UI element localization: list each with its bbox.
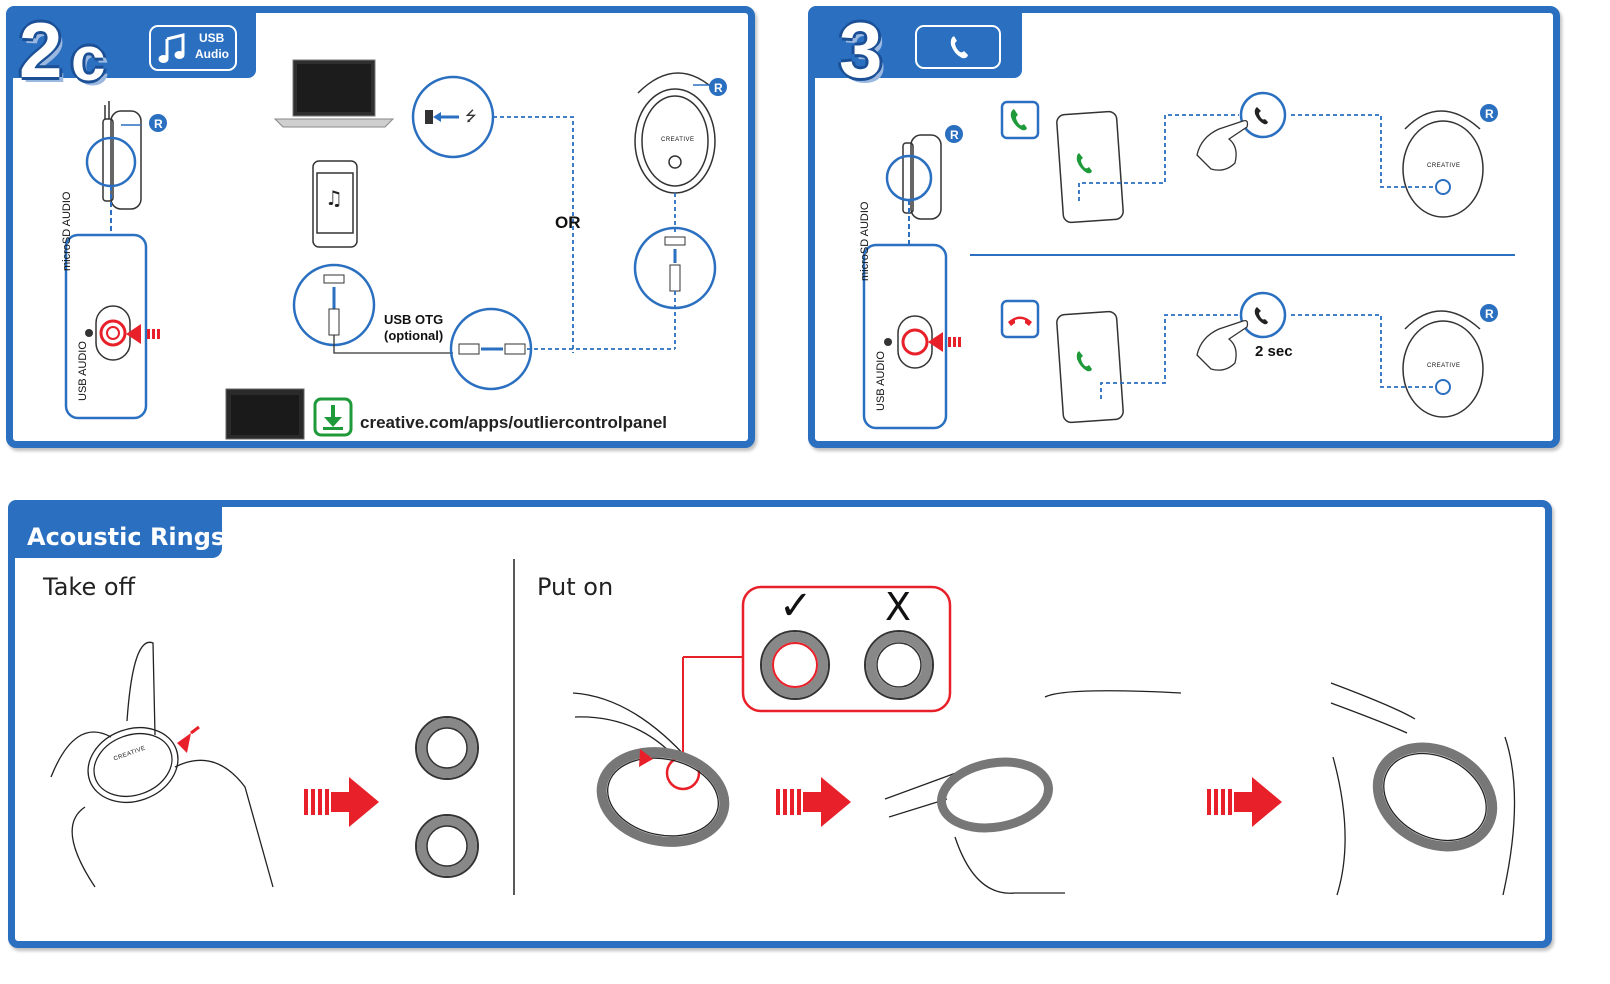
headphone-side-view bbox=[103, 101, 141, 209]
switch-label-top: microSD AUDIO bbox=[61, 171, 73, 271]
red-arrow-1 bbox=[304, 777, 379, 827]
headphone-front-view bbox=[635, 73, 718, 193]
red-arrow-3 bbox=[1207, 777, 1282, 827]
svg-text:♫: ♫ bbox=[325, 186, 343, 210]
panel-3: 3 R bbox=[808, 6, 1560, 448]
answer-call-icon bbox=[1002, 102, 1038, 138]
brand-small-3b: CREATIVE bbox=[1427, 363, 1461, 369]
laptop-illustration bbox=[275, 60, 393, 127]
phone-music-illustration: ♫ bbox=[313, 161, 357, 247]
otg-label-line2: (optional) bbox=[384, 328, 443, 343]
hold-duration-label: 2 sec bbox=[1255, 343, 1293, 360]
r-marker-3-a: R bbox=[950, 128, 959, 142]
r-marker-3-c: R bbox=[1485, 307, 1494, 321]
brand-small-3a: CREATIVE bbox=[1427, 163, 1461, 169]
panel-acoustic-rings: Acoustic Rings Take off Put on bbox=[8, 500, 1552, 948]
r-marker-2c-b: R bbox=[154, 117, 163, 131]
switch-label-top-3: microSD AUDIO bbox=[859, 181, 871, 281]
brand-small-2c: CREATIVE bbox=[661, 137, 695, 143]
call-button-zoom-hangup bbox=[1241, 293, 1285, 337]
download-url-link[interactable]: creative.com/apps/outliercontrolpanel bbox=[360, 413, 667, 433]
acoustic-rings-illustration bbox=[15, 507, 1545, 941]
otg-label-line1: USB OTG bbox=[384, 312, 443, 327]
r-marker-3-b: R bbox=[1485, 107, 1494, 121]
svg-text:⭍: ⭍ bbox=[465, 109, 477, 125]
wrong-x-mark: X bbox=[885, 585, 911, 629]
or-label: OR bbox=[555, 213, 581, 233]
red-arrow-switch bbox=[126, 324, 160, 344]
call-button-zoom-answer bbox=[1241, 93, 1285, 137]
panel-2c-illustration: ⭍ R R ♫ bbox=[13, 13, 748, 441]
switch-label-bottom: USB AUDIO bbox=[77, 321, 89, 401]
correct-check-mark: ✓ bbox=[779, 583, 813, 629]
red-arrow-2 bbox=[776, 777, 851, 827]
take-off-illustration bbox=[51, 642, 273, 887]
panel-2c: 2 c USB Audio bbox=[6, 6, 755, 448]
switch-label-bottom-3: USB AUDIO bbox=[875, 331, 887, 411]
r-marker-2c-a: R bbox=[714, 81, 723, 95]
panel-3-illustration: R bbox=[815, 13, 1553, 441]
